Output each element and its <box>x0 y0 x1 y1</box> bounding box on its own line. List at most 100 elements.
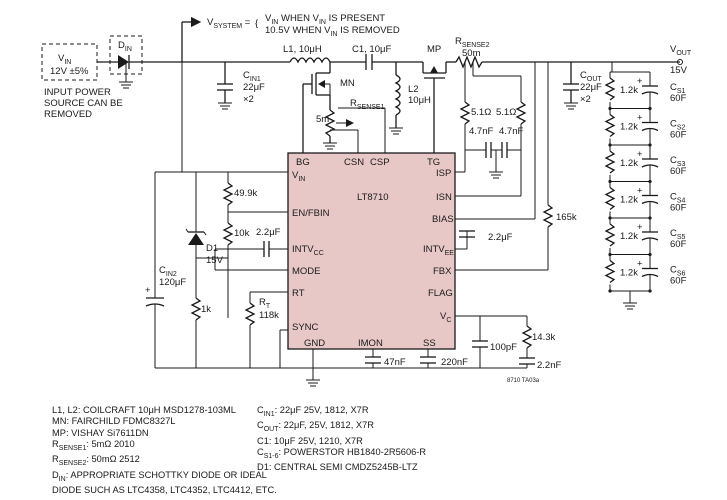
right-network: 2.2μF 100pF 14.3k 2.2nF 47nF 220nF 8710 … <box>365 230 561 384</box>
svg-text:RT: RT <box>259 297 271 310</box>
notes-right: CIN1: 22μF 25V, 1812, X7R COUT: 22μF, 25V… <box>257 405 426 474</box>
svg-text:RSENSE1: RSENSE1 <box>350 98 385 111</box>
note-line: COUT: 22μF, 25V, 1812, X7R <box>257 420 374 434</box>
supercap-value: 60F <box>670 276 687 287</box>
svg-text:+: + <box>637 149 643 160</box>
note-line: MP: VISHAY Si7611DN <box>52 427 149 438</box>
svg-text:15V: 15V <box>206 255 224 266</box>
cout-capacitor: COUT 22μF ×2 <box>563 62 602 110</box>
input-source: VIN 12V ±5% INPUT POWER SOURCE CAN BE RE… <box>41 43 123 120</box>
svg-text:220nF: 220nF <box>441 357 468 368</box>
svg-text:+: + <box>637 222 643 233</box>
r165k: 165k <box>455 62 577 271</box>
svg-text:MODE: MODE <box>292 266 321 277</box>
svg-text:{: { <box>255 18 258 29</box>
note-line: C1: 10μF 25V, 1210, X7R <box>257 435 363 446</box>
svg-text:REMOVED: REMOVED <box>44 109 92 120</box>
svg-text:×2: ×2 <box>580 94 591 105</box>
l1-inductor: L1, 10μH <box>283 44 366 64</box>
svg-text:TG: TG <box>427 157 440 168</box>
svg-text:ISN: ISN <box>436 192 452 203</box>
note-line: DIODE SUCH AS LTC4358, LTC4352, LTC4412,… <box>52 485 277 496</box>
din-diode: DIN <box>97 35 290 89</box>
svg-text:CSP: CSP <box>370 157 390 168</box>
svg-text:L1, 10μH: L1, 10μH <box>283 44 322 55</box>
svg-text:MN: MN <box>340 78 355 89</box>
svg-text:100pF: 100pF <box>490 342 517 353</box>
supercap-value: 60F <box>670 203 687 214</box>
svg-text:BIAS: BIAS <box>432 214 454 225</box>
svg-text:2.2μF: 2.2μF <box>488 232 513 243</box>
svg-text:VSYSTEM =: VSYSTEM = <box>207 17 251 30</box>
svg-text:FBX: FBX <box>433 266 452 277</box>
supercap-label: CS4 <box>670 192 686 205</box>
svg-text:RSENSE2: RSENSE2 <box>455 36 490 49</box>
supercap-value: 60F <box>670 239 687 250</box>
supercap-value: 60F <box>670 93 687 104</box>
svg-text:22μF: 22μF <box>243 82 265 93</box>
balance-resistor <box>604 77 616 101</box>
c1-capacitor: C1, 10μF <box>352 44 423 70</box>
svg-text:+: + <box>637 259 643 270</box>
cin1-capacitor: CIN1 22μF ×2 <box>217 62 265 110</box>
note-line: CS1-6: POWERSTOR HB1840-2R5606-R <box>257 446 427 460</box>
balance-resistor-label: 1.2k <box>620 195 638 206</box>
svg-text:D1: D1 <box>206 243 218 254</box>
svg-text:10μH: 10μH <box>408 95 431 106</box>
svg-text:+: + <box>637 186 643 197</box>
balance-resistor-label: 1.2k <box>620 158 638 169</box>
svg-text:LT8710: LT8710 <box>357 192 389 203</box>
svg-text:MP: MP <box>427 44 441 55</box>
mn-mosfet: MN <box>302 62 355 153</box>
svg-text:DIN: DIN <box>118 40 132 53</box>
svg-text:49.9k: 49.9k <box>234 188 257 199</box>
svg-text:CIN2: CIN2 <box>159 265 177 278</box>
mp-mosfet: MP <box>422 44 456 153</box>
svg-text:2.2μF: 2.2μF <box>256 227 281 238</box>
balance-resistor <box>604 113 616 138</box>
svg-text:165k: 165k <box>556 212 577 223</box>
svg-text:+: + <box>637 76 643 87</box>
svg-text:5.1Ω: 5.1Ω <box>496 107 516 118</box>
svg-text:15V: 15V <box>670 65 688 76</box>
svg-text:10.5V WHEN VIN IS REMOVED: 10.5V WHEN VIN IS REMOVED <box>265 25 400 38</box>
supercap-value: 60F <box>670 130 687 141</box>
supercap-label: CS1 <box>670 82 686 95</box>
supercap-label: CS3 <box>670 155 686 168</box>
supercap-stack: 1.2k+CS160F1.2k+CS260F1.2k+CS360F1.2k+CS… <box>604 62 687 310</box>
svg-text:FLAG: FLAG <box>428 288 453 299</box>
balance-resistor-label: 1.2k <box>620 268 638 279</box>
svg-text:+: + <box>637 113 643 124</box>
rsense1-resistor: RSENSE1 5m <box>316 98 386 153</box>
supercap-label: CS5 <box>670 228 686 241</box>
balance-resistor <box>604 223 616 247</box>
l2-inductor: L2 10μH <box>389 62 431 135</box>
lt8710-chip: LT8710 BG CSN CSP TG VIN EN/FBIN INTVCC … <box>287 152 456 350</box>
svg-text:BG: BG <box>296 157 310 168</box>
svg-text:118k: 118k <box>259 310 279 321</box>
svg-text:VIN WHEN VIN IS PRESENT: VIN WHEN VIN IS PRESENT <box>265 13 385 26</box>
note-line: CIN1: 22μF 25V, 1812, X7R <box>257 405 369 418</box>
svg-text:1k: 1k <box>201 304 211 315</box>
svg-text:5.1Ω: 5.1Ω <box>471 107 491 118</box>
supercap-value: 60F <box>670 166 687 177</box>
svg-text:4.7nF: 4.7nF <box>469 126 493 137</box>
svg-text:4.7nF: 4.7nF <box>499 126 523 137</box>
svg-text:14.3k: 14.3k <box>532 332 555 343</box>
svg-text:INPUT POWER: INPUT POWER <box>44 87 111 98</box>
svg-text:C1, 10μF: C1, 10μF <box>352 44 391 55</box>
note-line: D1: CENTRAL SEMI CMDZ5245B-LTZ <box>257 462 418 473</box>
svg-text:COUT: COUT <box>580 70 602 83</box>
svg-text:2.2nF: 2.2nF <box>537 360 561 371</box>
svg-text:SYNC: SYNC <box>292 322 319 333</box>
note-line: DIN: APPROPRIATE SCHOTTKY DIODE OR IDEAL <box>52 469 267 483</box>
note-line: RSENSE1: 5mΩ 2010 <box>52 439 135 453</box>
balance-resistor <box>604 150 616 174</box>
svg-text:RT: RT <box>292 288 305 299</box>
note-line: L1, L2: COILCRAFT 10μH MSD1278-103ML <box>52 405 236 415</box>
svg-text:ISP: ISP <box>436 168 451 179</box>
svg-text:VOUT: VOUT <box>670 44 692 57</box>
svg-text:47nF: 47nF <box>384 357 406 368</box>
svg-text:INTVEE: INTVEE <box>423 244 454 257</box>
note-line: MN: FAIRCHILD FDMC8327L <box>52 416 176 427</box>
